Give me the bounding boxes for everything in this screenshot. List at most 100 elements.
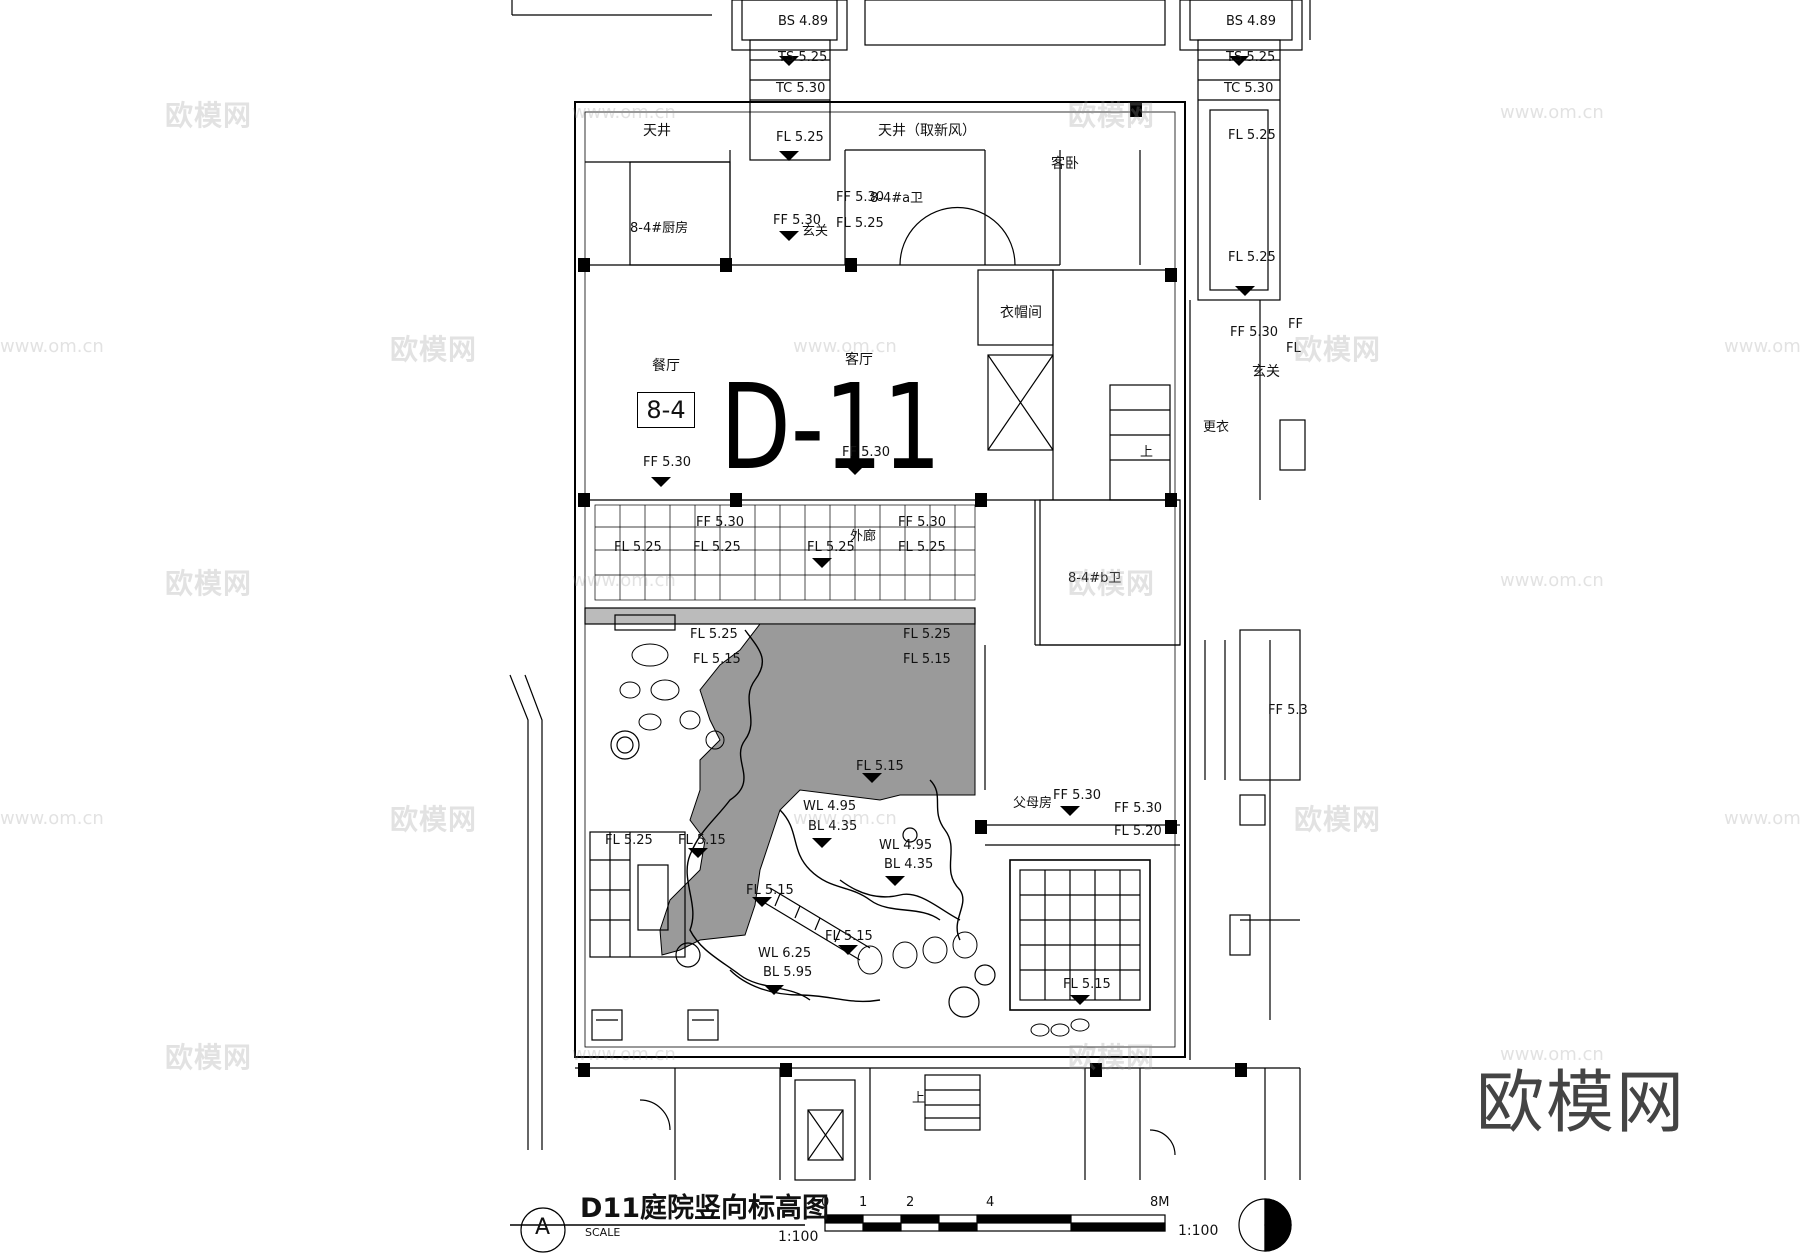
watermark-text: 欧模网 [165, 567, 253, 600]
room-bath-b: 8-4#b卫 [1068, 571, 1122, 586]
entry-steps-right [1197, 39, 1281, 301]
elev-bs-right: BS 4.89 [1226, 14, 1277, 29]
elev-fl-yard-tl-2: FL 5.15 [693, 652, 741, 667]
section-letter: A [535, 1215, 551, 1240]
watermark-url: www.om.cn [1500, 570, 1604, 591]
room-kitchen: 8-4#厨房 [630, 221, 689, 236]
room-foyer: 玄关 [802, 224, 829, 239]
scale-tick-1: 1 [859, 1195, 868, 1210]
elev-fl-path-2: FL 5.15 [825, 929, 873, 944]
rockery-edges [686, 629, 964, 1003]
brand-logo-text: 欧模网 [1476, 1064, 1687, 1143]
elev-ff-veranda-2: FF 5.30 [898, 515, 947, 530]
tree-symbols [610, 730, 996, 1018]
elev-fl-yard-mid: FL 5.15 [856, 759, 904, 774]
watermark-url: www.om.cn [1724, 336, 1800, 357]
right-exterior [1189, 300, 1306, 1060]
elev-ff-dining: FF 5.30 [643, 455, 692, 470]
elev-ts-left: TS 5.25 [778, 50, 828, 65]
elev-ff-right-edge: FF [1288, 317, 1303, 332]
elev-fl-veranda-2: FL 5.25 [693, 540, 741, 555]
elev-bl-2: BL 4.35 [884, 857, 934, 872]
watermark-text: 欧模网 [165, 1041, 253, 1074]
top-rooms [585, 149, 1141, 266]
north-arrow [1238, 1198, 1292, 1252]
parents-room [984, 645, 1180, 826]
veranda-tiles [594, 504, 976, 601]
elev-ts-right: TS 5.25 [1226, 50, 1276, 65]
section-circle [520, 1207, 566, 1253]
elev-wl-1: WL 4.95 [803, 799, 857, 814]
stepping-stones [619, 643, 1090, 1037]
elev-fl-right-corridor-2: FL 5.25 [1228, 250, 1276, 265]
watermark-url: www.om.cn [793, 808, 897, 829]
scale-tick-2: 2 [906, 1195, 915, 1210]
watermark-text: 欧模网 [1068, 1041, 1156, 1074]
watermark-text: 欧模网 [1068, 567, 1156, 600]
scale-ratio-right: 1:100 [1178, 1223, 1219, 1239]
elev-fl-deck-2: FL 5.15 [678, 833, 726, 848]
room-bath-a: 8-4#a卫 [870, 191, 924, 206]
elev-wl-3: WL 6.25 [758, 946, 812, 961]
watermark-url: www.om.cn [0, 336, 104, 357]
building-code: D-11 [720, 358, 942, 496]
scale-tick-8m: 8M [1150, 1195, 1170, 1210]
watermark-url: www.om.cn [1724, 808, 1800, 829]
watermark-text: 欧模网 [1294, 803, 1382, 836]
unit-code: 8-4 [637, 392, 695, 428]
pavilion [985, 844, 1180, 1011]
elev-fl-skywell: FL 5.25 [776, 130, 824, 145]
room-living: 客厅 [845, 352, 873, 368]
elev-bl-3: BL 5.95 [763, 965, 813, 980]
elev-ff-living: FF 5.30 [842, 445, 891, 460]
room-cloakroom: 衣帽间 [1000, 305, 1042, 321]
elev-fl-veranda-4: FL 5.25 [898, 540, 946, 555]
scale-tick-0: 0 [821, 1195, 830, 1210]
outer-wall [574, 101, 1186, 1058]
elev-fl-right-corridor: FL 5.25 [1228, 128, 1276, 143]
watermark-url: www.om.cn [1500, 102, 1604, 123]
elev-bs-left: BS 4.89 [778, 14, 829, 29]
room-changing: 更衣 [1203, 420, 1230, 435]
scale-ratio-left: 1:100 [778, 1229, 819, 1245]
scale-bar [824, 1214, 1166, 1232]
watermark-url: www.om.cn [572, 1044, 676, 1065]
elev-tc-right: TC 5.30 [1224, 81, 1274, 96]
elev-fl-pavilion: FL 5.15 [1063, 977, 1111, 992]
wood-deck [589, 614, 686, 958]
lower-building [575, 1067, 1301, 1181]
elev-fl-veranda-3: FL 5.25 [807, 540, 855, 555]
watermark-text: 欧模网 [390, 333, 478, 366]
elev-fl-parents: FL 5.20 [1114, 824, 1162, 839]
elev-ff-parents: FF 5.30 [1053, 788, 1102, 803]
scale-label: SCALE [585, 1226, 621, 1239]
left-exterior-walls [509, 674, 543, 1150]
scale-tick-4: 4 [986, 1195, 995, 1210]
elev-ff-right-mid: FF 5.3 [1268, 703, 1308, 718]
elev-fl-bath-a: FL 5.25 [836, 216, 884, 231]
elev-fl-yard-tr-2: FL 5.15 [903, 652, 951, 667]
room-veranda: 外廊 [850, 529, 877, 544]
watermark-text: 欧模网 [165, 99, 253, 132]
room-guest-bedroom: 客卧 [1051, 156, 1079, 172]
elevation-markers [651, 56, 1255, 1005]
room-dining: 餐厅 [652, 358, 680, 374]
elev-ff-right-top: FF 5.30 [1230, 325, 1279, 340]
elev-ff-foyer: FF 5.30 [773, 213, 822, 228]
watermark-text: 欧模网 [1294, 333, 1382, 366]
room-parents: 父母房 [1013, 796, 1053, 811]
room-skywell-fresh: 天井（取新风） [878, 123, 976, 139]
elev-fl-path-1: FL 5.15 [746, 883, 794, 898]
watermark-text: 欧模网 [1068, 99, 1156, 132]
elev-tc-left: TC 5.30 [776, 81, 826, 96]
watermark-url: www.om.cn [793, 336, 897, 357]
stair-up-2: 上 [912, 1091, 926, 1106]
courtyard-edge-band [584, 607, 976, 625]
watermark-url: www.om.cn [572, 102, 676, 123]
top-wall-strip [511, 0, 1311, 51]
elev-fl-yard-tl-1: FL 5.25 [690, 627, 738, 642]
paved-plaza [659, 623, 976, 956]
elev-wl-2: WL 4.95 [879, 838, 933, 853]
elev-ff-veranda-1: FF 5.30 [696, 515, 745, 530]
